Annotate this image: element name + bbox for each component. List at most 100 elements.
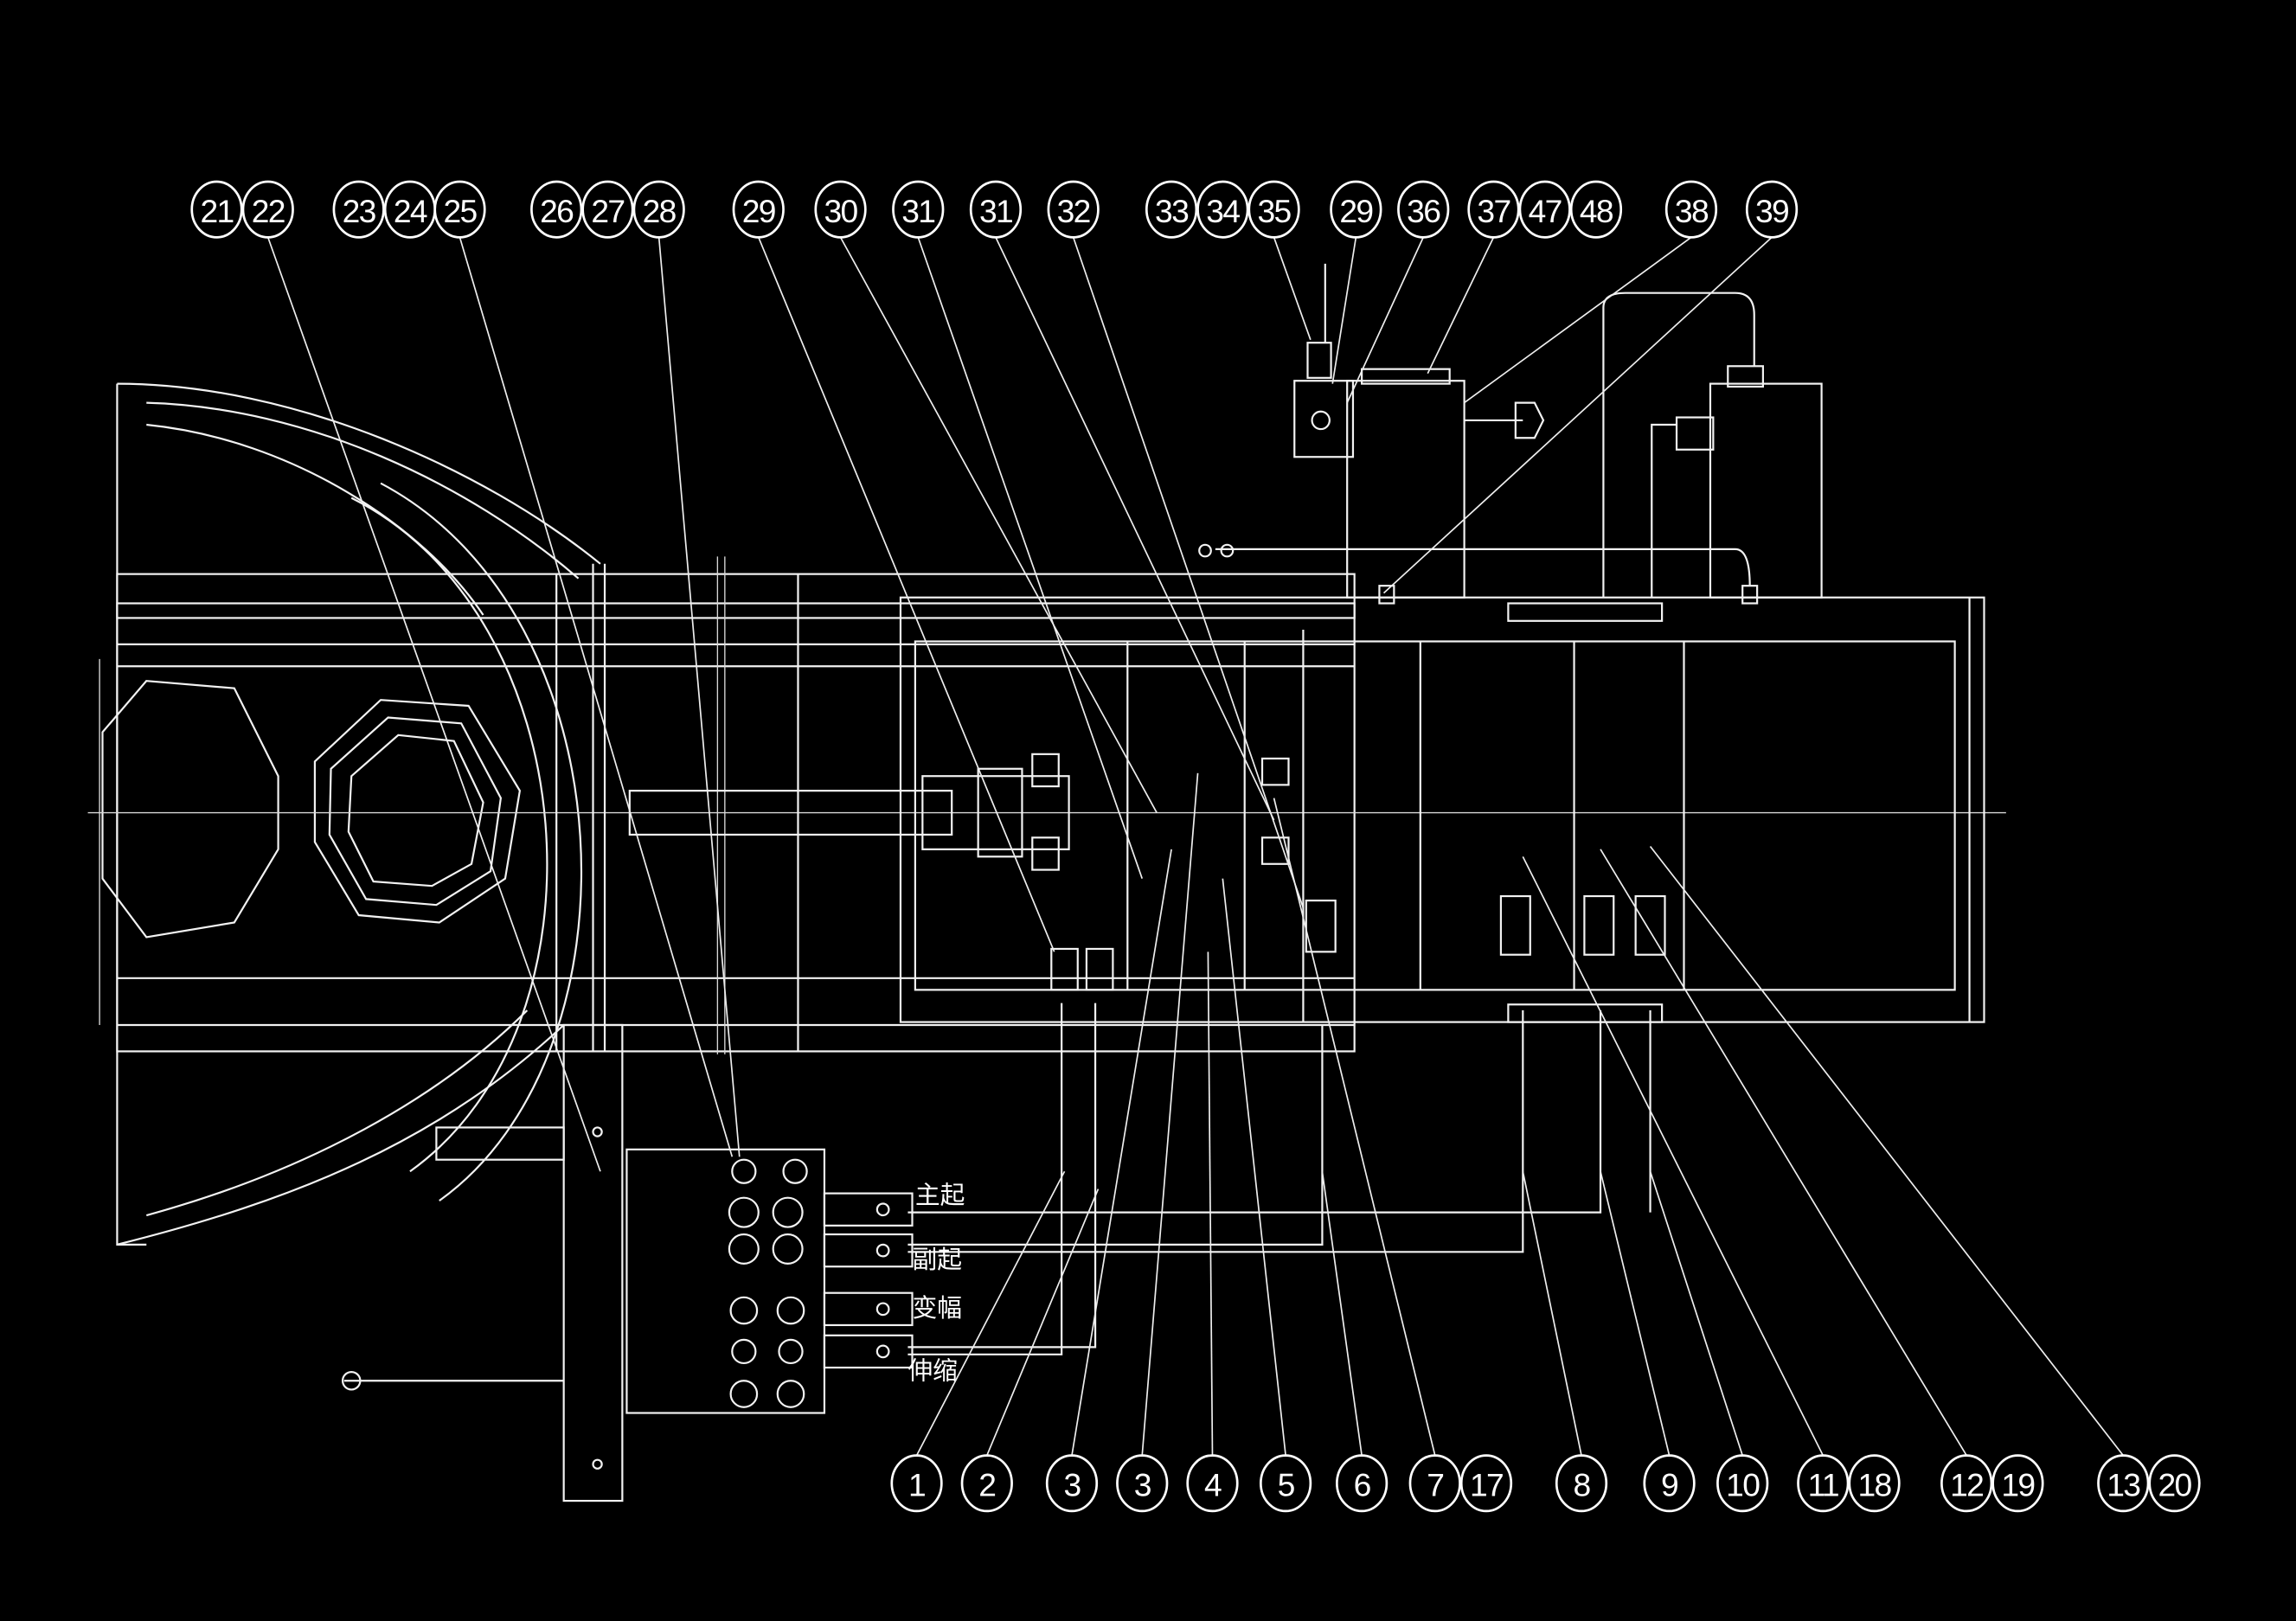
balloon-number: 4 — [1204, 1466, 1222, 1502]
callout-balloon: 31 — [969, 180, 1023, 239]
balloon-number: 31 — [979, 193, 1012, 229]
balloon-circle — [190, 180, 243, 239]
balloon-circle — [1664, 180, 1718, 239]
leader-line — [1382, 236, 1773, 594]
valve-label-luffing: 变幅 — [912, 1293, 962, 1323]
balloon-circle — [960, 1454, 1013, 1513]
leader-line — [1072, 237, 1305, 908]
balloon-number: 27 — [591, 193, 624, 229]
balloon-number: 21 — [200, 193, 233, 229]
callout-balloon: 25 — [433, 180, 486, 239]
leader-lines — [266, 236, 2124, 1457]
callout-balloon: 47 — [1518, 180, 1571, 239]
leader-line — [1600, 849, 1967, 1457]
balloon-circle — [1555, 1454, 1608, 1513]
valve-label-main-hoist: 主起 — [915, 1180, 965, 1209]
balloon-circle — [1848, 1454, 1901, 1513]
balloon-circle — [1045, 1454, 1099, 1513]
balloon-number: 29 — [742, 193, 775, 229]
balloon-circle — [1518, 180, 1571, 239]
balloon-number: 13 — [2107, 1466, 2140, 1502]
callout-balloon: 33 — [1145, 180, 1198, 239]
balloon-circle — [890, 1454, 943, 1513]
balloon-number: 23 — [343, 193, 376, 229]
leader-line — [657, 237, 741, 1157]
valve-levers — [823, 1192, 914, 1369]
balloon-number: 3 — [1134, 1466, 1151, 1502]
balloon-number: 35 — [1258, 193, 1292, 229]
callout-balloon: 9 — [1643, 1454, 1696, 1513]
leader-line — [917, 237, 1144, 879]
callout-balloon: 11 — [1797, 1454, 1850, 1513]
balloon-number: 5 — [1278, 1466, 1295, 1502]
balloon-circle — [1145, 180, 1198, 239]
balloon-number: 17 — [1470, 1466, 1503, 1502]
balloon-circle — [1716, 1454, 1769, 1513]
balloon-number: 25 — [443, 193, 477, 229]
balloon-circle — [1745, 180, 1799, 239]
balloon-circle — [1459, 1454, 1513, 1513]
leader-line — [1427, 236, 1495, 375]
balloon-number: 48 — [1580, 193, 1613, 229]
balloon-circle — [814, 180, 867, 239]
balloon-circle — [1408, 1454, 1461, 1513]
balloon-number: 11 — [1808, 1466, 1838, 1502]
callout-balloon: 35 — [1247, 180, 1300, 239]
leader-line — [986, 1189, 1100, 1456]
balloon-circle — [530, 180, 583, 239]
balloon-circle — [1797, 1454, 1850, 1513]
balloon-circle — [241, 180, 294, 239]
callout-balloon: 3 — [1116, 1454, 1169, 1513]
leader-line — [839, 236, 1158, 813]
callout-balloon: 29 — [732, 180, 785, 239]
leader-line — [1273, 237, 1312, 341]
balloon-number: 20 — [2158, 1466, 2192, 1502]
balloon-number: 39 — [1755, 193, 1788, 229]
callout-balloon: 34 — [1196, 180, 1249, 239]
leader-line — [1346, 236, 1424, 403]
balloon-number: 26 — [540, 193, 574, 229]
callout-balloon: 39 — [1745, 180, 1799, 239]
leader-line — [1141, 772, 1199, 1456]
leader-line — [1649, 1170, 1744, 1456]
balloon-number: 12 — [1950, 1466, 1983, 1502]
callout-balloon: 36 — [1397, 180, 1450, 239]
balloon-number: 29 — [1339, 193, 1372, 229]
callout-balloon: 21 — [190, 180, 243, 239]
callout-balloon: 12 — [1940, 1454, 1993, 1513]
balloon-number: 37 — [1477, 193, 1510, 229]
balloon-number: 31 — [901, 193, 934, 229]
balloon-number: 10 — [1726, 1466, 1760, 1502]
callout-balloon: 7 — [1408, 1454, 1461, 1513]
valve-function-labels: 主起 副起 变幅 伸缩 — [907, 1180, 965, 1385]
balloon-circle — [1991, 1454, 2044, 1513]
leader-line — [1649, 845, 2124, 1457]
balloon-circle — [1569, 180, 1623, 239]
leader-line — [995, 236, 1275, 821]
callout-balloon: 19 — [1991, 1454, 2044, 1513]
callout-balloon: 3 — [1045, 1454, 1099, 1513]
balloon-circle — [1397, 180, 1450, 239]
balloon-number: 34 — [1206, 193, 1240, 229]
balloon-circle — [1047, 180, 1100, 239]
balloon-circle — [1467, 180, 1520, 239]
leader-line — [459, 237, 734, 1157]
callout-balloon: 5 — [1259, 1454, 1312, 1513]
balloon-circle — [1247, 180, 1300, 239]
balloon-number: 47 — [1529, 193, 1562, 229]
balloon-circle — [2148, 1454, 2201, 1513]
callout-balloon: 29 — [1330, 180, 1382, 239]
callout-balloon: 32 — [1047, 180, 1100, 239]
callout-balloon: 30 — [814, 180, 867, 239]
callout-balloon: 31 — [892, 180, 945, 239]
callout-balloon: 38 — [1664, 180, 1718, 239]
leader-line — [1071, 849, 1172, 1456]
balloon-number: 1 — [908, 1466, 925, 1502]
balloon-circle — [732, 180, 785, 239]
balloon-circle — [1335, 1454, 1389, 1513]
callout-balloon: 8 — [1555, 1454, 1608, 1513]
balloon-circle — [632, 180, 685, 239]
balloon-number: 6 — [1354, 1466, 1371, 1502]
callout-balloon: 24 — [383, 180, 437, 239]
